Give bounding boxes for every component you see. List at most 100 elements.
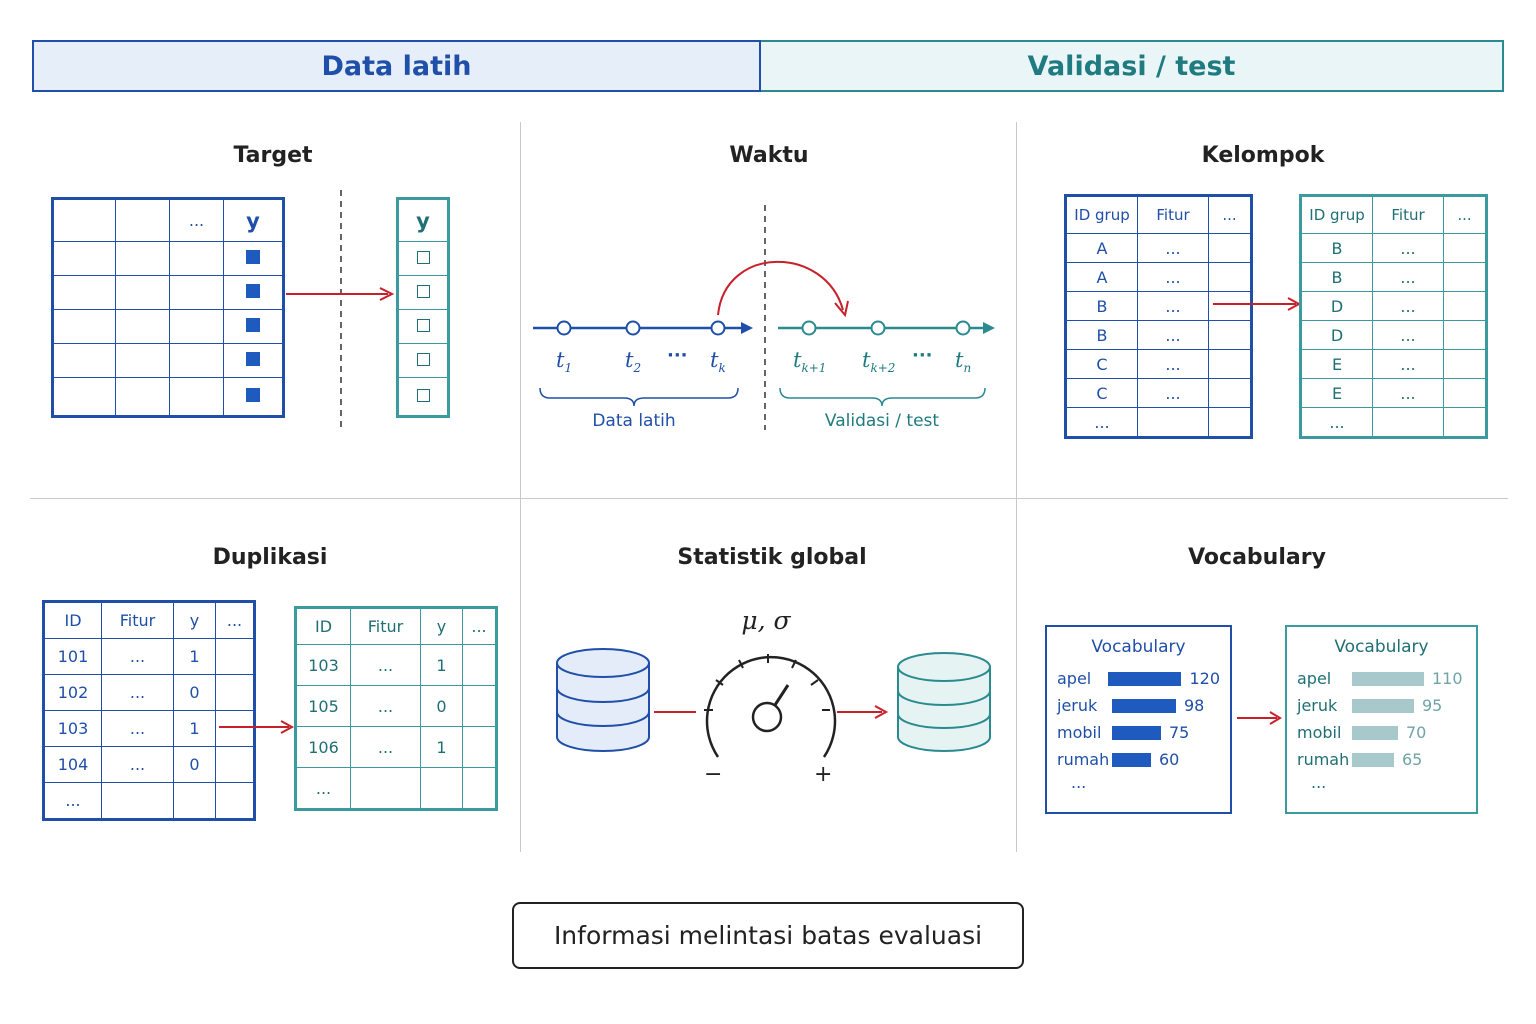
empty-target-marker [416, 285, 430, 298]
validation-brace [779, 387, 986, 407]
table-cell: 1 [173, 710, 216, 747]
train-header: Data latih [34, 42, 761, 90]
empty-target-marker [416, 319, 430, 332]
table-cell: ... [1137, 349, 1209, 379]
panel-title-waktu: Waktu [729, 143, 809, 168]
empty-target-marker [416, 389, 430, 402]
table-cell: 1 [420, 726, 463, 768]
table-header-cell: ID grup [1066, 196, 1138, 234]
duplikasi-train-table: ID Fitur y ... 101...1 102...0 103...1 1… [42, 600, 256, 821]
timeline-train-label: Data latih [592, 411, 676, 431]
table-cell: D [1301, 291, 1373, 321]
table-cell: ... [101, 710, 174, 747]
table-header-cell: y [173, 602, 216, 639]
table-cell: 103 [44, 710, 102, 747]
table-cell: C [1066, 349, 1138, 379]
empty-target-marker [416, 353, 430, 366]
panel-title-statistik: Statistik global [677, 545, 867, 570]
split-header: Data latih Validasi / test [32, 40, 1504, 92]
target-validation-table: y [396, 197, 450, 418]
leak-arrow-head [874, 705, 889, 719]
panel-title-duplikasi: Duplikasi [212, 545, 328, 570]
timeline-ellipsis: ··· [912, 345, 933, 366]
table-cell: E [1301, 378, 1373, 408]
gauge-icon [704, 654, 837, 758]
timeline-label: tn [955, 348, 972, 376]
table-cell: ... [1137, 262, 1209, 292]
table-header-cell: ... [1208, 196, 1251, 234]
table-cell: A [1066, 262, 1138, 292]
timeline-point [955, 320, 971, 336]
vocab-row: jeruk 98 [1057, 692, 1220, 719]
filled-target-marker [246, 250, 260, 264]
timeline-point [801, 320, 817, 336]
vocab-count: 70 [1406, 723, 1427, 742]
table-header-cell: y [420, 608, 463, 645]
table-cell: ... [1137, 378, 1209, 408]
table-cell: B [1066, 291, 1138, 321]
table-cell: ... [296, 767, 351, 809]
table-cell: E [1301, 349, 1373, 379]
table-cell: ... [1137, 233, 1209, 263]
validation-timeline-arrowhead [983, 322, 995, 334]
panel-title-kelompok: Kelompok [1201, 143, 1325, 168]
vocab-word: rumah [1057, 750, 1110, 769]
panel-title-vocabulary: Vocabulary [1188, 545, 1326, 570]
vocab-word: jeruk [1297, 696, 1338, 715]
divider-vertical-1 [520, 122, 521, 852]
divider-vertical-2 [1016, 122, 1017, 852]
table-cell: ... [350, 685, 421, 727]
table-header-cell: ID [296, 608, 351, 645]
vocab-box-title: Vocabulary [1091, 637, 1186, 657]
vocab-count: 98 [1184, 696, 1205, 715]
table-cell: ... [1372, 349, 1444, 379]
table-header-cell: ... [1443, 196, 1486, 234]
kelompok-leak-arrow [1213, 297, 1302, 311]
table-header-y: y [398, 199, 448, 242]
table-cell: 104 [44, 746, 102, 783]
vocab-count: 95 [1422, 696, 1443, 715]
gauge-plus-label: + [814, 762, 833, 787]
table-header-cell: ... [215, 602, 254, 639]
table-header-cell: ... [169, 199, 224, 242]
divider-horizontal [30, 498, 1508, 499]
vocab-row: mobil 70 [1297, 719, 1466, 746]
table-cell: 106 [296, 726, 351, 768]
timeline-label: t2 [625, 348, 642, 376]
timeline-graphic [533, 205, 995, 430]
table-cell: ... [1372, 233, 1444, 263]
kelompok-train-table: ID grup Fitur ... A... A... B... B... C.… [1064, 194, 1253, 439]
table-header-cell: Fitur [101, 602, 174, 639]
table-cell: B [1066, 320, 1138, 350]
table-cell: ... [1137, 291, 1209, 321]
table-header-cell: ID [44, 602, 102, 639]
table-cell: ... [1372, 291, 1444, 321]
timeline-label: tk+1 [793, 348, 827, 376]
vocab-word: jeruk [1057, 696, 1098, 715]
vocab-word: mobil [1297, 723, 1342, 742]
vocab-word: rumah [1297, 750, 1350, 769]
table-cell: B [1301, 262, 1373, 292]
vocab-row: jeruk 95 [1297, 692, 1466, 719]
timeline-label: t1 [556, 348, 573, 376]
vocab-word: mobil [1057, 723, 1102, 742]
vocab-count: 65 [1402, 750, 1423, 769]
table-cell: 102 [44, 674, 102, 711]
kelompok-validation-table: ID grup Fitur ... B... B... D... D... E.… [1299, 194, 1488, 439]
gauge-minus-label: − [704, 762, 723, 787]
table-cell: 103 [296, 644, 351, 686]
table-cell: B [1301, 233, 1373, 263]
timeline-ellipsis: ··· [667, 345, 688, 366]
panel-title-target: Target [233, 143, 313, 168]
table-header-cell: Fitur [1372, 196, 1444, 234]
table-header-cell [53, 199, 116, 242]
table-header-cell: ID grup [1301, 196, 1373, 234]
footer-caption: Informasi melintasi batas evaluasi [512, 902, 1024, 969]
vocab-count: 75 [1169, 723, 1190, 742]
vocab-bar [1352, 752, 1394, 767]
table-header-y: y [223, 199, 283, 242]
